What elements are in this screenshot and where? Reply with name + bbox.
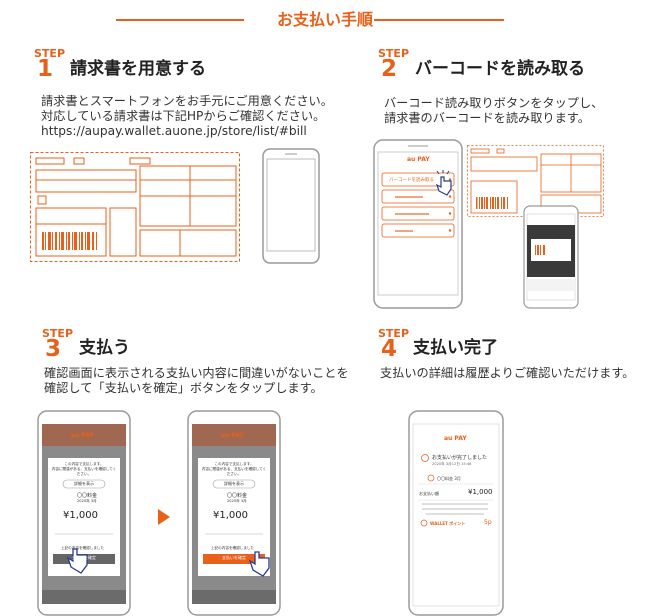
page-title: お支払い手順 — [276, 10, 373, 29]
step2-label: STEP — [378, 47, 410, 60]
tap-hand-icon — [66, 548, 88, 574]
agree-checkbox-label[interactable]: 上記の内容を確認しました — [211, 546, 255, 550]
wallet-point-label: WALLET ポイント — [430, 521, 466, 526]
detail-link[interactable]: 詳細を表示 — [224, 481, 244, 486]
confirm-payment-button[interactable]: 支払いを確定 — [222, 555, 246, 560]
detail-link[interactable]: 詳細を表示 — [74, 481, 94, 486]
step1-label: STEP — [34, 47, 66, 60]
tap-hand-icon — [435, 170, 452, 196]
payee-row: 〇〇料金 3月 — [437, 476, 461, 481]
header-rule-right — [374, 19, 504, 21]
amount-label: お支払い額 — [419, 491, 439, 496]
step1-number: 1 — [37, 56, 54, 82]
step2-number: 2 — [381, 56, 398, 82]
step4-number: 4 — [381, 336, 398, 362]
step4-label: STEP — [378, 327, 410, 340]
payment-amount: ¥1,000 — [468, 488, 493, 496]
confirm-phone-after: au PAY この内容で支払します。 内容に間違がある、支払いを確認してください… — [187, 410, 281, 616]
confirm-payment-button[interactable]: 支払いを確定 — [72, 555, 96, 560]
payee-name: 〇〇料金 — [77, 493, 98, 499]
payment-period: 2020年 3月 — [227, 499, 247, 503]
app-logo: au PAY — [444, 435, 467, 442]
confirm-message: この内容で支払します。 内容に間違がある、支払いを確認してください。 — [51, 462, 117, 476]
step3-number: 3 — [45, 336, 62, 362]
step2-description: バーコード読み取りボタンをタップし、 請求書のバーコードを読み取ります。 — [384, 96, 604, 125]
confirm-phone-before: au PAY この内容で支払します。 内容に間違がある、支払いを確認してください… — [37, 410, 131, 616]
step3-description: 確認画面に表示される支払い内容に間違いがないことを 確認して「支払いを確定」ボタ… — [44, 366, 349, 395]
smartphone-illustration — [262, 148, 320, 264]
payment-date: 2020年 3月12日 15:46 — [432, 462, 472, 466]
app-logo: au PAY — [71, 432, 94, 439]
agree-checkbox-label[interactable]: 上記の内容を確認しました — [61, 546, 105, 550]
payment-period: 2020年 3月 — [77, 499, 97, 503]
scanning-phone-illustration — [523, 205, 579, 309]
payment-complete-title: お支払いが完了しました — [432, 455, 488, 461]
step4-title: 支払い完了 — [413, 338, 498, 358]
app-logo: au PAY — [407, 156, 430, 163]
completion-phone-illustration: au PAY お支払いが完了しました 2020年 3月12日 15:46 〇〇料… — [408, 410, 504, 616]
step2-phone-illustration: au PAY バーコードを読み取る — [373, 139, 463, 309]
arrow-right-icon — [158, 509, 170, 525]
barcode — [42, 232, 97, 250]
step2-title: バーコードを読み取る — [415, 59, 585, 79]
step3-title: 支払う — [79, 338, 130, 358]
header-rule-left — [116, 19, 244, 21]
step3-label: STEP — [42, 327, 74, 340]
wallet-point-value: 5p — [484, 519, 492, 526]
barcode-scan-menu-item: バーコードを読み取る — [389, 178, 434, 183]
confirm-message: この内容で支払します。 内容に間違がある、支払いを確認してください。 — [201, 462, 267, 476]
payment-amount: ¥1,000 — [213, 510, 248, 521]
tap-hand-icon — [248, 551, 270, 577]
payee-name: 〇〇料金 — [227, 493, 248, 499]
step1-title: 請求書を用意する — [70, 59, 206, 79]
payment-amount: ¥1,000 — [63, 510, 98, 521]
app-logo: au PAY — [221, 432, 244, 439]
step4-description: 支払いの詳細は履歴よりご確認いただけます。 — [380, 366, 635, 380]
invoice-illustration — [30, 152, 240, 262]
step1-description: 請求書とスマートフォンをお手元にご用意ください。 対応している請求書は下記HPか… — [41, 94, 333, 138]
